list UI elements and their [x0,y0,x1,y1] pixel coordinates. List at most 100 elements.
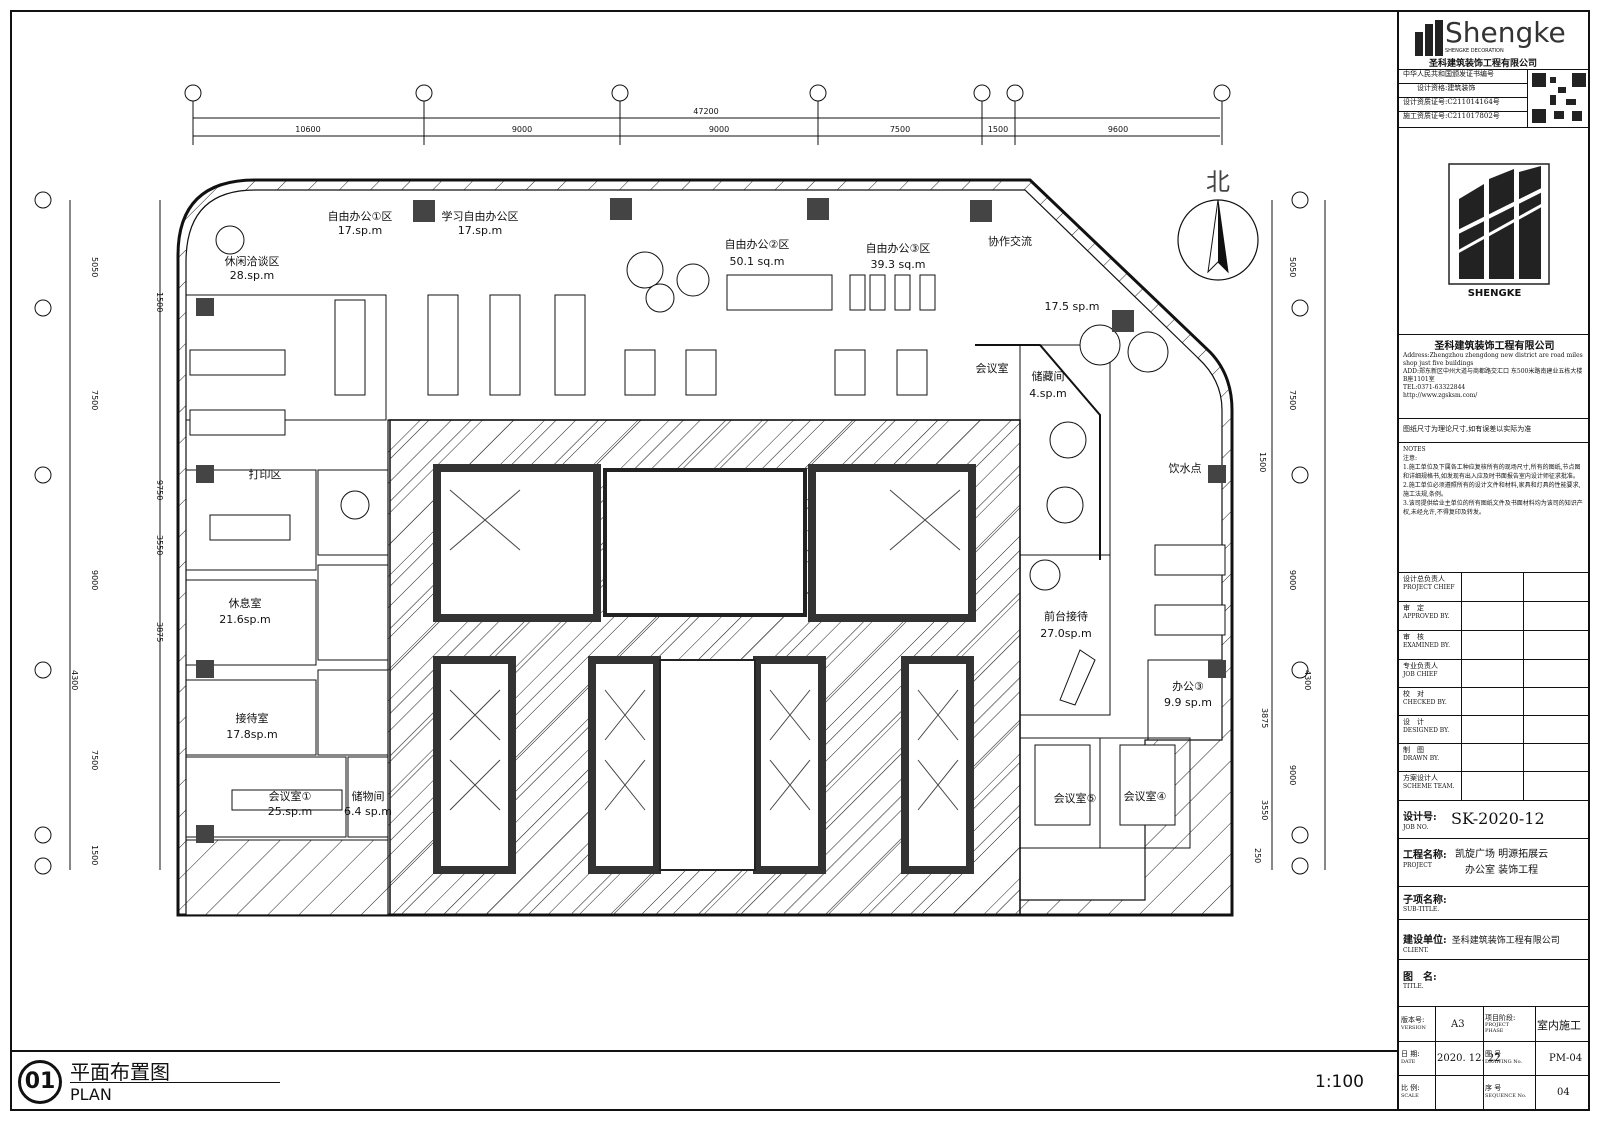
side-dimension-lines [69,200,1326,870]
job-number: SK-2020-12 [1451,809,1545,828]
top-dimension-chain [192,100,1223,145]
svg-text:25.sp.m: 25.sp.m [268,805,312,818]
svg-text:1500: 1500 [1258,452,1267,472]
drawing-no-value: PM-04 [1549,1053,1583,1064]
client-row: 建设单位: 圣科建筑装饰工程有限公司 CLIENT. [1399,920,1590,960]
cert-title: 中华人民共和国颁发证书编号 [1399,70,1527,84]
svg-text:自由办公③区: 自由办公③区 [866,241,931,255]
title-row: 图 名: TITLE. [1399,960,1590,1007]
signoff-label: 制 图 [1403,746,1424,754]
note-line: 2.施工单位必须遵照所有的设计文件和材料,家具和灯具的性能要求,施工法规,条例。 [1403,482,1581,498]
signoff-label: 设计总负责人 [1403,575,1445,583]
company-name-top: 圣科建筑装饰工程有限公司 [1429,59,1538,69]
drawing-title-en: PLAN [70,1085,112,1104]
svg-text:17.5 sp.m: 17.5 sp.m [1045,300,1100,313]
svg-text:17.8sp.m: 17.8sp.m [226,728,277,741]
signoff-label-en: CHECKED BY. [1403,699,1447,706]
note-line: 1.施工单位及下属各工种应复核所有的现场尺寸,所有的图纸,节点图和详细规格书,如… [1403,464,1581,480]
company-emblem-icon [1448,163,1550,285]
notes: NOTES 注意: 1.施工单位及下属各工种应复核所有的现场尺寸,所有的图纸,节… [1399,443,1590,573]
svg-text:休息室: 休息室 [229,596,262,610]
project-label-en: PROJECT [1403,862,1432,869]
north-label: 北 [1206,168,1230,196]
svg-text:储藏间: 储藏间 [1032,369,1065,383]
job-number-row: 设计号: SK-2020-12 JOB NO. [1399,801,1590,839]
svg-text:学习自由办公区: 学习自由办公区 [442,209,519,223]
version-value: A3 [1451,1019,1465,1030]
left-rooms [185,294,389,838]
job-label: 设计号: [1403,812,1437,823]
note-line: 3.该司提供给业主单位的所有图纸文件及书面材料均为该司的知识产权,未经允许,不得… [1403,500,1583,516]
round-tables [215,225,1169,591]
svg-text:饮水点: 饮水点 [1169,462,1202,475]
website[interactable]: http://www.zgsksm.com/ [1403,392,1478,399]
title-block: Shengke SHENGKE DECORATION 圣科建筑装饰工程有限公司 … [1397,10,1590,1111]
axis-bubbles-side [34,191,1309,875]
phase-label-en: PROJECT [1485,1022,1510,1028]
svg-text:7500: 7500 [90,750,99,770]
svg-text:1500: 1500 [155,292,164,312]
svg-text:7500: 7500 [90,390,99,410]
job-label-en: JOB NO. [1403,824,1429,831]
sequence-label-en: SEQUENCE No. [1485,1093,1527,1099]
signoff-label-en: DESIGNED BY. [1403,727,1450,734]
svg-text:前台接待: 前台接待 [1044,609,1088,623]
logo-area: Shengke SHENGKE DECORATION 圣科建筑装饰工程有限公司 [1399,10,1590,70]
scale-label-en: SCALE [1401,1093,1419,1099]
svg-text:1500: 1500 [90,845,99,865]
core-shafts [433,464,976,874]
sequence-label: 序 号 [1485,1084,1502,1092]
signoff-label: 审 定 [1403,604,1424,612]
signoff-label: 专业负责人 [1403,662,1438,670]
subtitle-label-en: SUB-TITLE. [1403,906,1440,913]
notes-title: NOTES [1403,446,1426,453]
company-name: 圣科建筑装饰工程有限公司 [1434,341,1555,352]
svg-text:会议室①: 会议室① [269,789,312,803]
scale-label: 比 例: [1401,1084,1420,1092]
span-dim-4: 7500 [890,125,910,134]
signoff-label: 设 计 [1403,718,1424,726]
company-info: 圣科建筑装饰工程有限公司 Address:Zhengzhou zhengdong… [1399,335,1590,419]
project-label: 工程名称: [1403,850,1447,861]
svg-text:9.9 sp.m: 9.9 sp.m [1164,696,1212,709]
axis-bubbles-top [184,84,1231,102]
north-arrow [1177,199,1259,281]
svg-text:办公③: 办公③ [1172,680,1204,693]
svg-text:3875: 3875 [1260,708,1269,728]
telephone: TEL:0371-63322844 [1403,384,1466,391]
span-dim-2: 9000 [512,125,532,134]
svg-text:4300: 4300 [70,670,79,690]
signoff-label-en: SCHEME TEAM. [1403,783,1455,790]
svg-text:9000: 9000 [1288,570,1297,590]
build-cert: 施工资质证号:C211017802号 [1399,112,1527,128]
workstations [189,274,1226,826]
title-label: 图 名: [1403,972,1437,983]
date-value: 2020. 12. 22 [1437,1053,1501,1064]
date-label-en: DATE [1401,1059,1416,1065]
logo-text: Shengke [1445,16,1566,49]
svg-text:4300: 4300 [1303,670,1312,690]
signoff-label: 方案设计人 [1403,774,1438,782]
svg-text:4.sp.m: 4.sp.m [1029,387,1066,400]
subtitle-row: 子项名称: SUB-TITLE. [1399,887,1590,920]
phase-label-en: PHASE [1485,1028,1504,1034]
subtitle-label: 子项名称: [1403,895,1447,906]
project-row: 工程名称: 凯旋广场 明源拓展云 办公室 装饰工程 PROJECT [1399,839,1590,887]
svg-text:250: 250 [1253,848,1262,863]
drawing-frame [10,10,1590,1111]
address-en: Address:Zhengzhou zhengdong new district… [1403,352,1583,367]
svg-text:自由办公①区: 自由办公①区 [328,209,393,223]
logo-panel: SHENGKE [1399,128,1590,335]
svg-text:21.6sp.m: 21.6sp.m [219,613,270,626]
version-label-en: VERSION [1401,1025,1426,1031]
address-cn: ADD:郑东新区中州大道与商都路交汇口 东500米路南建业五栋大楼B座1101室 [1403,368,1583,383]
svg-text:27.0sp.m: 27.0sp.m [1040,627,1091,640]
title-label-en: TITLE. [1403,983,1424,990]
core-lobby [603,468,807,617]
emblem-caption: SHENGKE [1467,288,1522,299]
svg-text:协作交流: 协作交流 [988,234,1032,248]
floor-plan: 47200 10600 9000 9000 7500 1500 9600 505… [34,84,1326,917]
phase-label: 项目阶段: [1485,1014,1516,1022]
signoff-label: 审 核 [1403,633,1424,641]
south-hatch [185,839,389,916]
